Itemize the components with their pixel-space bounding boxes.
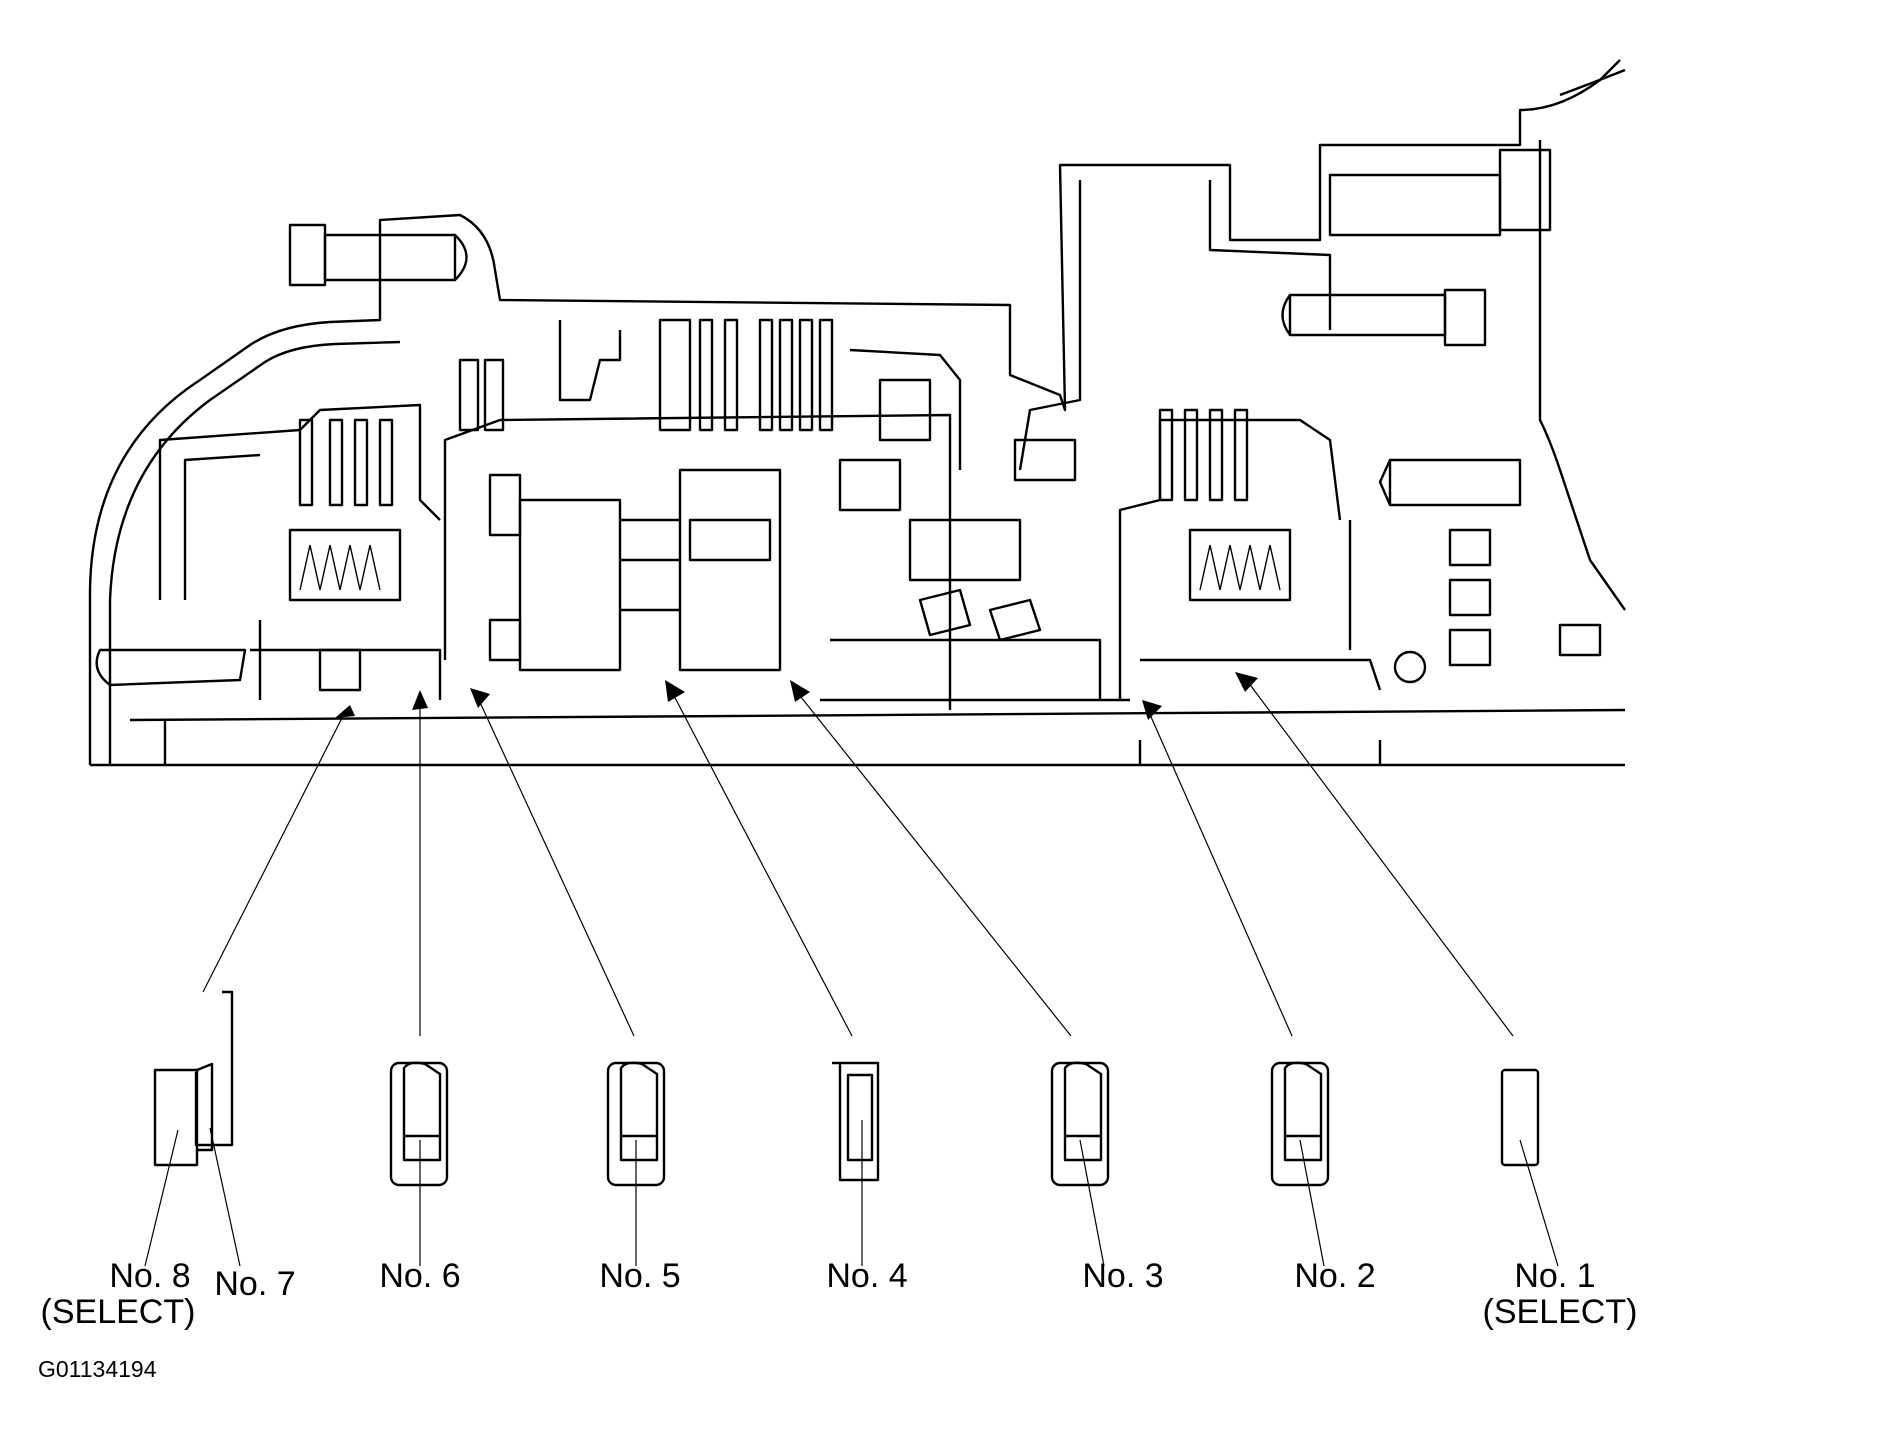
center-gear-set [443,318,1130,710]
label-no1-select: (SELECT) [1482,1293,1638,1331]
bearing-no5 [606,1061,666,1266]
bearing-location-arrows [335,672,1258,720]
label-no7: No. 7 [214,1265,296,1303]
bearing-no2 [1270,1061,1330,1267]
label-no1: No. 1 [1514,1257,1596,1295]
label-no3: No. 3 [1082,1257,1164,1295]
label-no2: No. 2 [1294,1257,1376,1295]
bearing-no8-no7 [144,990,241,1267]
label-no4: No. 4 [826,1257,908,1295]
bearing-no3 [1050,1061,1110,1267]
figure-code: G01134194 [38,1356,157,1382]
bearing-no4 [832,1061,880,1266]
label-no8-select: (SELECT) [40,1293,196,1331]
label-no8: No. 8 [109,1257,191,1295]
left-clutch-pack [95,403,442,700]
bearing-no6 [389,1061,449,1266]
label-no6: No. 6 [379,1257,461,1295]
washer-no1 [1500,1068,1559,1267]
leader-lines [202,681,1514,1037]
housing-outline [88,59,1626,767]
label-no5: No. 5 [599,1257,681,1295]
bolts [288,148,1552,507]
right-clutch-pack [1118,408,1602,700]
